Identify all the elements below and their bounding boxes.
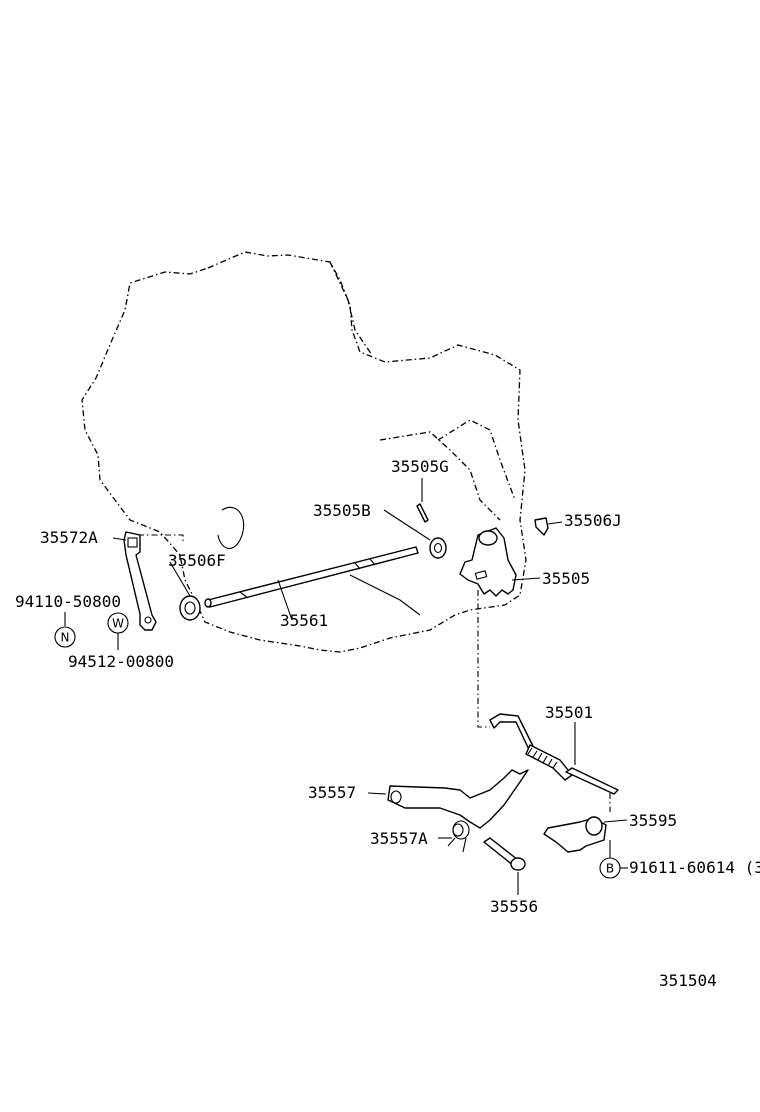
- manual-lever-35572A: [123, 531, 157, 631]
- oil-seal-35506F: [179, 595, 201, 621]
- case-seal-ring: [217, 506, 245, 549]
- leader-35506F: [169, 561, 191, 597]
- diagram-code: 351504: [659, 971, 717, 990]
- label-91611: 91611-60614 (3): [629, 858, 760, 877]
- shift-shaft-35561: [204, 546, 419, 608]
- label-35505: 35505: [542, 569, 590, 588]
- label-35556: 35556: [490, 897, 538, 916]
- leader-35505B: [383, 509, 431, 541]
- parking-rod-35501: [489, 713, 619, 795]
- leader-35595: [603, 819, 628, 823]
- label-35506J: 35506J: [564, 511, 622, 530]
- case-gear-area: [379, 431, 501, 521]
- pawl-spring-35557A: [447, 820, 470, 853]
- label-35557A: 35557A: [370, 829, 428, 848]
- bolt-marker-letter: B: [606, 862, 614, 876]
- transmission-case-outline: [81, 251, 527, 653]
- nut-marker-letter: N: [61, 631, 70, 645]
- label-94512: 94512-00800: [68, 652, 174, 671]
- label-35506F: 35506F: [168, 551, 226, 570]
- label-35572A: 35572A: [40, 528, 98, 547]
- pawl-shaft-35556: [483, 837, 526, 871]
- leader-35505: [511, 577, 541, 581]
- pin-35505G: [416, 503, 429, 523]
- leader-35561: [277, 579, 293, 621]
- label-94110: 94110-50800: [15, 592, 121, 611]
- case-lower-rib: [349, 574, 421, 616]
- nut-marker-circle: [54, 626, 76, 648]
- parking-pawl-35557: [387, 769, 529, 829]
- label-35501: 35501: [545, 703, 593, 722]
- bushing-35505B: [429, 537, 447, 559]
- rod-support-35595: [543, 816, 607, 853]
- leader-35506J: [547, 521, 563, 525]
- lever-alignment-line: [138, 534, 184, 542]
- label-35561: 35561: [280, 611, 328, 630]
- label-35595: 35595: [629, 811, 677, 830]
- rod-alignment-line: [477, 590, 490, 728]
- case-inner-ridge: [329, 261, 373, 356]
- label-35505B: 35505B: [313, 501, 371, 520]
- clip-35506J: [534, 517, 549, 536]
- washer-marker-letter: W: [112, 617, 124, 631]
- leader-35557: [367, 792, 387, 795]
- label-35557: 35557: [308, 783, 356, 802]
- detent-plate-35505: [459, 527, 517, 597]
- leader-35572A: [112, 537, 127, 541]
- label-35505G: 35505G: [391, 457, 449, 476]
